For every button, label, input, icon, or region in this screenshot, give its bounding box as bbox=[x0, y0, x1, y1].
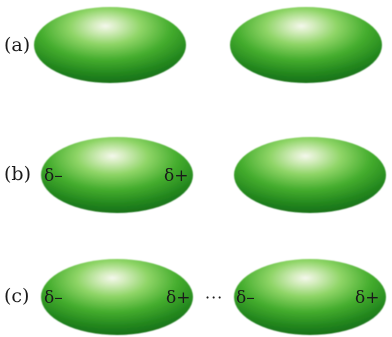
molecule-a-1 bbox=[34, 7, 186, 83]
molecule-c-2 bbox=[234, 259, 386, 335]
intermolecular-attraction-dots: ··· bbox=[205, 288, 223, 307]
molecule-c-1 bbox=[41, 259, 193, 335]
partial-positive-charge-c-2: δ+ bbox=[355, 288, 379, 308]
molecule-b-2 bbox=[234, 137, 386, 213]
panel-a: (a) bbox=[4, 7, 382, 83]
panel-c: (c) δ– δ+ ··· δ– δ+ bbox=[4, 259, 386, 335]
molecule-a-2 bbox=[230, 7, 382, 83]
partial-positive-charge-b-1: δ+ bbox=[164, 166, 188, 186]
molecule-b-1 bbox=[41, 137, 193, 213]
partial-negative-charge-c-2: δ– bbox=[236, 288, 255, 308]
panel-label-a: (a) bbox=[4, 34, 30, 56]
panel-label-c: (c) bbox=[4, 285, 29, 307]
panel-b: (b) δ– δ+ bbox=[4, 137, 386, 213]
partial-negative-charge-c-1: δ– bbox=[44, 288, 63, 308]
panel-label-b: (b) bbox=[4, 163, 31, 185]
partial-positive-charge-c-1: δ+ bbox=[166, 288, 190, 308]
partial-negative-charge-b-1: δ– bbox=[44, 166, 63, 186]
